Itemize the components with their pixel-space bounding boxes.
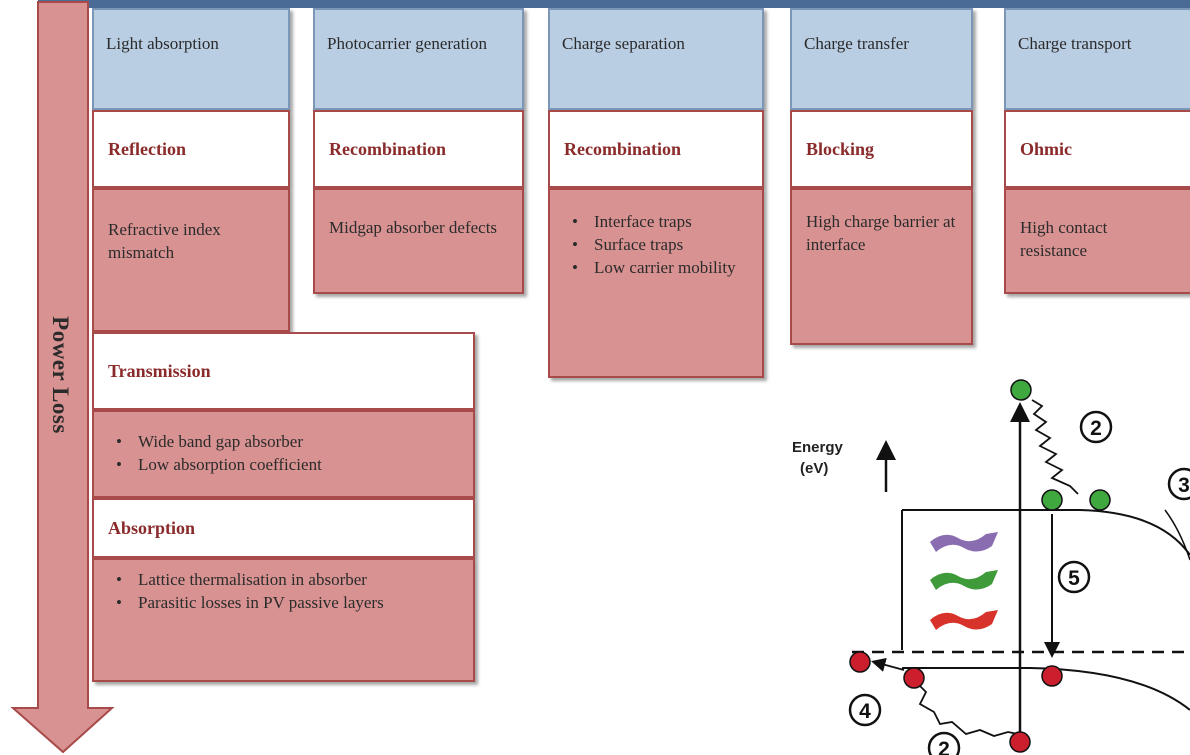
hole-dot <box>1041 665 1063 687</box>
cause-absorption: Lattice thermalisation in absorber Paras… <box>92 558 475 682</box>
cause-refractive-index: Refractive index mismatch <box>92 188 290 332</box>
recombination-squiggle <box>915 681 1019 737</box>
electron-dot <box>1089 489 1111 511</box>
step-marker <box>1167 467 1190 501</box>
cause-contact-resistance: High contact resistance <box>1004 188 1190 294</box>
valence-band <box>902 667 1190 711</box>
cause-list: Interface traps Surface traps Low carrie… <box>564 210 748 279</box>
hole-dot <box>1009 731 1031 753</box>
cause-transmission: Wide band gap absorber Low absorption co… <box>92 410 475 498</box>
list-item: Low absorption coefficient <box>108 453 459 476</box>
thermalisation-squiggle <box>1031 399 1079 495</box>
power-loss-arrow <box>10 1 115 754</box>
list-item: Wide band gap absorber <box>108 430 459 453</box>
mechanism-blocking: Blocking <box>790 110 973 188</box>
step-label: 4 <box>859 700 871 723</box>
step-marker <box>1079 410 1113 444</box>
header-light-absorption: Light absorption <box>92 8 290 110</box>
top-border <box>38 0 1190 8</box>
conduction-band <box>902 509 1190 556</box>
mechanism-ohmic: Ohmic <box>1004 110 1190 188</box>
list-item: Parasitic losses in PV passive layers <box>108 591 459 614</box>
step-label: 5 <box>1068 567 1080 590</box>
step-label: 2 <box>938 738 950 755</box>
step-label: 3 <box>1178 474 1190 497</box>
step-marker <box>1057 560 1091 594</box>
header-photocarrier-generation: Photocarrier generation <box>313 8 524 110</box>
absorption-list: Lattice thermalisation in absorber Paras… <box>108 568 459 614</box>
mechanism-recombination-2: Recombination <box>548 110 764 188</box>
green-light-icon <box>930 570 998 590</box>
band-bending <box>1164 509 1190 561</box>
list-item: Lattice thermalisation in absorber <box>108 568 459 591</box>
mechanism-absorption: Absorption <box>92 498 475 558</box>
list-item: Surface traps <box>564 233 748 256</box>
transmission-list: Wide band gap absorber Low absorption co… <box>108 430 459 476</box>
red-light-icon <box>930 610 998 630</box>
cause-midgap-defects: Midgap absorber defects <box>313 188 524 294</box>
violet-light-icon <box>930 532 998 552</box>
hole-dot <box>849 651 871 673</box>
list-item: Interface traps <box>564 210 748 233</box>
power-loss-label: Power Loss <box>48 316 73 434</box>
step-marker <box>927 731 961 755</box>
band-diagram: Energy (eV) 2 3 5 4 2 <box>792 379 1190 755</box>
mechanism-reflection: Reflection <box>92 110 290 188</box>
step-label: 2 <box>1090 417 1102 440</box>
header-charge-separation: Charge separation <box>548 8 764 110</box>
energy-unit: (eV) <box>800 460 828 477</box>
list-item: Low carrier mobility <box>564 256 748 279</box>
cause-charge-separation: Interface traps Surface traps Low carrie… <box>548 188 764 378</box>
hole-transfer-arrow <box>871 657 905 672</box>
energy-label: Energy <box>792 439 844 456</box>
header-charge-transport: Charge transport <box>1004 8 1190 110</box>
electron-dot <box>1010 379 1032 401</box>
cause-charge-barrier: High charge barrier at interface <box>790 188 973 345</box>
header-charge-transfer: Charge transfer <box>790 8 973 110</box>
hole-dot <box>903 667 925 689</box>
mechanism-recombination-1: Recombination <box>313 110 524 188</box>
step-marker <box>848 693 882 727</box>
electron-dot <box>1041 489 1063 511</box>
mechanism-transmission: Transmission <box>92 332 475 410</box>
